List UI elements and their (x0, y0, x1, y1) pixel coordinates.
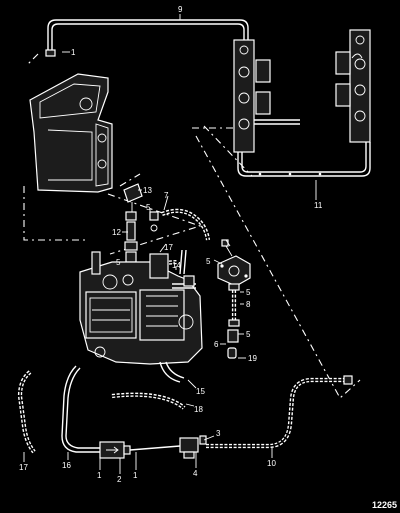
hose-18 (111, 392, 186, 410)
fitting-stack-12 (124, 211, 159, 263)
fuel-pump-module (79, 249, 203, 365)
hose-8 (228, 283, 240, 327)
callout-1: 1 (97, 471, 102, 480)
phantom-line (203, 125, 276, 177)
callout-5: 5 (206, 257, 211, 266)
callout-3: 3 (216, 429, 221, 438)
callout-12: 12 (112, 228, 121, 237)
callout-16: 16 (62, 461, 71, 470)
callout-11: 11 (314, 201, 323, 210)
callout-1: 1 (71, 48, 76, 57)
fuel-line-10 (206, 375, 353, 449)
phantom-line (27, 53, 39, 65)
fuel-line-9 (45, 19, 249, 57)
fitting-13 (123, 183, 143, 212)
fuel-pressure-regulator (217, 239, 251, 287)
callout-15: 15 (196, 387, 205, 396)
fuel-filter-2 (99, 441, 181, 459)
phantom-line (119, 173, 141, 187)
cap-19 (227, 347, 237, 359)
fuel-line-16 (61, 365, 100, 453)
callout-5: 5 (146, 203, 151, 212)
phantom-line (107, 193, 202, 255)
callout-14: 14 (172, 261, 181, 270)
callout-18: 18 (194, 405, 203, 414)
callout-5: 5 (246, 330, 251, 339)
callout-8: 8 (246, 300, 251, 309)
callout-17: 17 (164, 243, 173, 252)
leader-lines (23, 14, 317, 474)
callout-6: 6 (214, 340, 219, 349)
callout-10: 10 (267, 459, 276, 468)
callout-1: 1 (133, 471, 138, 480)
callout-9: 9 (178, 5, 183, 14)
fuel-rail-assembly-11 (233, 29, 371, 177)
callout-5: 5 (246, 288, 251, 297)
reference-number: 12265 (372, 500, 397, 510)
callout-2: 2 (117, 475, 122, 484)
callout-5: 5 (116, 258, 121, 267)
callout-13: 13 (143, 186, 152, 195)
callout-19: 19 (248, 354, 257, 363)
phantom-line (23, 186, 88, 241)
hose-17-lower (17, 370, 36, 454)
fitting-6 (227, 329, 239, 343)
callout-4: 4 (193, 469, 198, 478)
callout-7: 7 (164, 191, 169, 200)
fitting-4 (179, 435, 207, 459)
hose-7 (161, 208, 211, 241)
hose-15 (159, 361, 185, 383)
callout-17: 17 (19, 463, 28, 472)
cover-bracket (29, 73, 113, 193)
